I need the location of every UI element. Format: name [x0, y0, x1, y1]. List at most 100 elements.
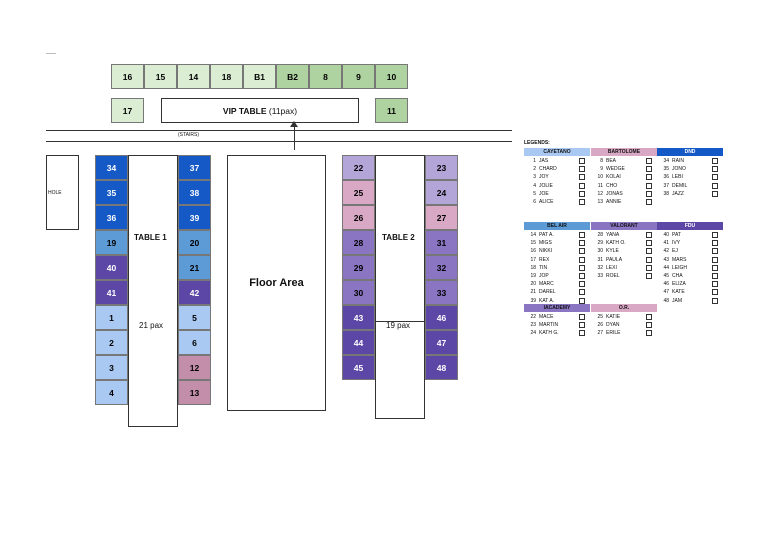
- legend-checkbox[interactable]: [579, 182, 585, 189]
- legend-item-name: KAT A.: [539, 297, 555, 304]
- legend-checkbox[interactable]: [579, 330, 585, 337]
- seat-13[interactable]: 13: [178, 380, 211, 405]
- seat-39[interactable]: 39: [178, 205, 211, 230]
- seat-21[interactable]: 21: [178, 255, 211, 280]
- legend-checkbox[interactable]: [712, 166, 718, 173]
- seat-46[interactable]: 46: [425, 305, 458, 330]
- seat-15[interactable]: 15: [144, 64, 177, 89]
- legend-checkbox[interactable]: [646, 273, 652, 279]
- legend-checkbox[interactable]: [712, 174, 718, 181]
- legend-checkbox[interactable]: [646, 314, 652, 320]
- legend-checkbox[interactable]: [646, 240, 652, 247]
- legend-checkbox[interactable]: [646, 264, 652, 271]
- seat-32[interactable]: 32: [425, 255, 458, 280]
- seat-1[interactable]: 1: [95, 305, 128, 330]
- seat-b1[interactable]: B1: [243, 64, 276, 89]
- seat-42[interactable]: 42: [178, 280, 211, 305]
- seat-40[interactable]: 40: [95, 255, 128, 280]
- legend-checkbox[interactable]: [712, 232, 718, 238]
- seat-24[interactable]: 24: [425, 180, 458, 205]
- seat-41[interactable]: 41: [95, 280, 128, 305]
- seat-18[interactable]: 18: [210, 64, 243, 89]
- seat-45[interactable]: 45: [342, 355, 375, 380]
- seat-11[interactable]: 11: [375, 98, 408, 123]
- legend-checkbox[interactable]: [579, 322, 585, 329]
- seat-34[interactable]: 34: [95, 155, 128, 180]
- seat-12[interactable]: 12: [178, 355, 211, 380]
- legend-checkbox[interactable]: [646, 248, 652, 255]
- vip-table[interactable]: VIP TABLE (11pax): [161, 98, 359, 123]
- seat-47[interactable]: 47: [425, 330, 458, 355]
- legend-checkbox[interactable]: [579, 256, 585, 263]
- legend-checkbox[interactable]: [579, 264, 585, 271]
- seat-8[interactable]: 8: [309, 64, 342, 89]
- legend-checkbox[interactable]: [579, 281, 585, 288]
- seat-22[interactable]: 22: [342, 155, 375, 180]
- seat-9[interactable]: 9: [342, 64, 375, 89]
- seat-3[interactable]: 3: [95, 355, 128, 380]
- legend-checkbox[interactable]: [646, 330, 652, 337]
- legend-checkbox[interactable]: [646, 232, 652, 238]
- legend-checkbox[interactable]: [712, 248, 718, 255]
- seat-44[interactable]: 44: [342, 330, 375, 355]
- seat-26[interactable]: 26: [342, 205, 375, 230]
- table-1[interactable]: [128, 155, 178, 427]
- seat-b2[interactable]: B2: [276, 64, 309, 89]
- legend-checkbox[interactable]: [712, 297, 718, 304]
- seat-16[interactable]: 16: [111, 64, 144, 89]
- seat-35[interactable]: 35: [95, 180, 128, 205]
- legend-checkbox[interactable]: [579, 273, 585, 279]
- seat-2[interactable]: 2: [95, 330, 128, 355]
- legend-checkbox[interactable]: [712, 264, 718, 271]
- seat-43[interactable]: 43: [342, 305, 375, 330]
- legend-checkbox[interactable]: [579, 289, 585, 296]
- legend-checkbox[interactable]: [646, 322, 652, 329]
- legend-checkbox[interactable]: [646, 199, 652, 205]
- legend-checkbox[interactable]: [712, 182, 718, 189]
- legend-checkbox[interactable]: [579, 232, 585, 238]
- legend-checkbox[interactable]: [712, 256, 718, 263]
- seat-48[interactable]: 48: [425, 355, 458, 380]
- legend-checkbox[interactable]: [712, 281, 718, 288]
- legend-checkbox[interactable]: [646, 256, 652, 263]
- legend-checkbox[interactable]: [579, 158, 585, 164]
- seat-30[interactable]: 30: [342, 280, 375, 305]
- seat-31[interactable]: 31: [425, 230, 458, 255]
- seat-28[interactable]: 28: [342, 230, 375, 255]
- legend-checkbox[interactable]: [646, 158, 652, 164]
- legend-checkbox[interactable]: [646, 166, 652, 173]
- seat-19[interactable]: 19: [95, 230, 128, 255]
- legend-checkbox[interactable]: [646, 182, 652, 189]
- seat-29[interactable]: 29: [342, 255, 375, 280]
- seat-27[interactable]: 27: [425, 205, 458, 230]
- seat-4[interactable]: 4: [95, 380, 128, 405]
- legend-checkbox[interactable]: [712, 289, 718, 296]
- legend-checkbox[interactable]: [646, 190, 652, 197]
- legend-checkbox[interactable]: [712, 190, 718, 197]
- legend-checkbox[interactable]: [579, 314, 585, 320]
- seat-10[interactable]: 10: [375, 64, 408, 89]
- legend-checkbox[interactable]: [579, 240, 585, 247]
- legend-checkbox[interactable]: [579, 190, 585, 197]
- legend-checkbox[interactable]: [712, 240, 718, 247]
- seat-17[interactable]: 17: [111, 98, 144, 123]
- legend-checkbox[interactable]: [579, 174, 585, 181]
- seat-6[interactable]: 6: [178, 330, 211, 355]
- seat-37[interactable]: 37: [178, 155, 211, 180]
- legend-checkbox[interactable]: [579, 199, 585, 205]
- seat-14[interactable]: 14: [177, 64, 210, 89]
- legend-checkbox[interactable]: [646, 174, 652, 181]
- legend-checkbox[interactable]: [712, 158, 718, 164]
- seat-33[interactable]: 33: [425, 280, 458, 305]
- legend-checkbox[interactable]: [712, 273, 718, 279]
- legend-checkbox[interactable]: [579, 248, 585, 255]
- seat-38[interactable]: 38: [178, 180, 211, 205]
- seat-5[interactable]: 5: [178, 305, 211, 330]
- legend-checkbox[interactable]: [579, 166, 585, 173]
- seat-20[interactable]: 20: [178, 230, 211, 255]
- seat-25[interactable]: 25: [342, 180, 375, 205]
- legend-checkbox[interactable]: [579, 297, 585, 304]
- seat-23[interactable]: 23: [425, 155, 458, 180]
- table-2[interactable]: [375, 155, 425, 419]
- seat-36[interactable]: 36: [95, 205, 128, 230]
